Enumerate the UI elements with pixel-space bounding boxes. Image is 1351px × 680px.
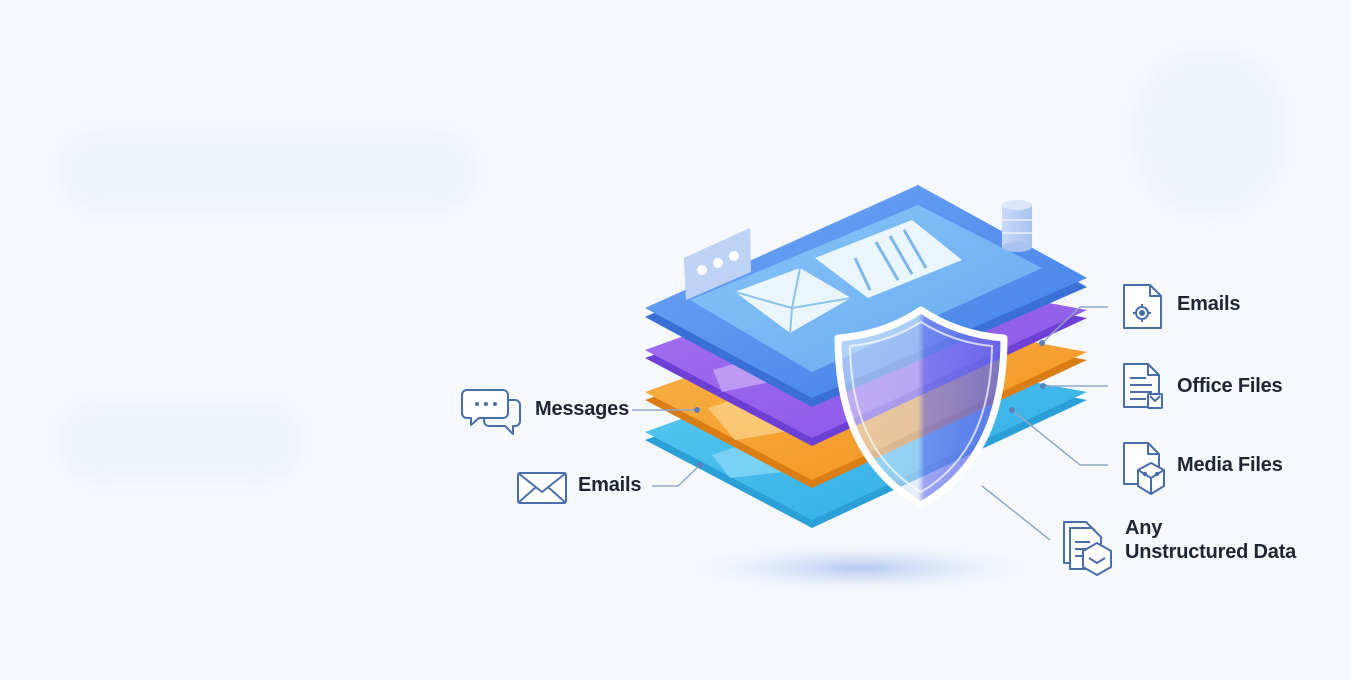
background-blob-middle <box>60 404 300 480</box>
floating-database-icon <box>1002 200 1032 252</box>
document-stack-icon <box>1063 521 1112 576</box>
ground-shadow <box>690 544 1030 592</box>
connectors-left <box>632 407 703 487</box>
label-any-unstructured-line2: Unstructured Data <box>1125 541 1297 563</box>
layer-top <box>645 185 1087 407</box>
label-office-files: Office Files <box>1177 375 1283 397</box>
label-emails-left: Emails <box>578 474 642 496</box>
connectors-right <box>981 306 1108 541</box>
background-blob-circle <box>1135 50 1285 215</box>
shield-icon <box>834 306 1008 509</box>
document-gear-icon <box>1123 284 1162 329</box>
document-cube-icon <box>1123 442 1165 495</box>
label-messages: Messages <box>535 398 630 420</box>
envelope-icon <box>517 472 567 504</box>
floating-chat-card <box>684 228 751 300</box>
label-emails-right: Emails <box>1177 293 1241 315</box>
label-any-unstructured-data: Any Unstructured Data <box>1125 516 1325 564</box>
document-lines-icon <box>1123 363 1163 409</box>
top-document-card <box>815 220 962 298</box>
label-any-unstructured-line1: Any <box>1125 517 1163 539</box>
top-envelope-card <box>734 267 852 334</box>
chat-bubbles-icon <box>461 389 521 435</box>
label-media-files: Media Files <box>1177 454 1283 476</box>
background-blob-top <box>60 133 475 209</box>
